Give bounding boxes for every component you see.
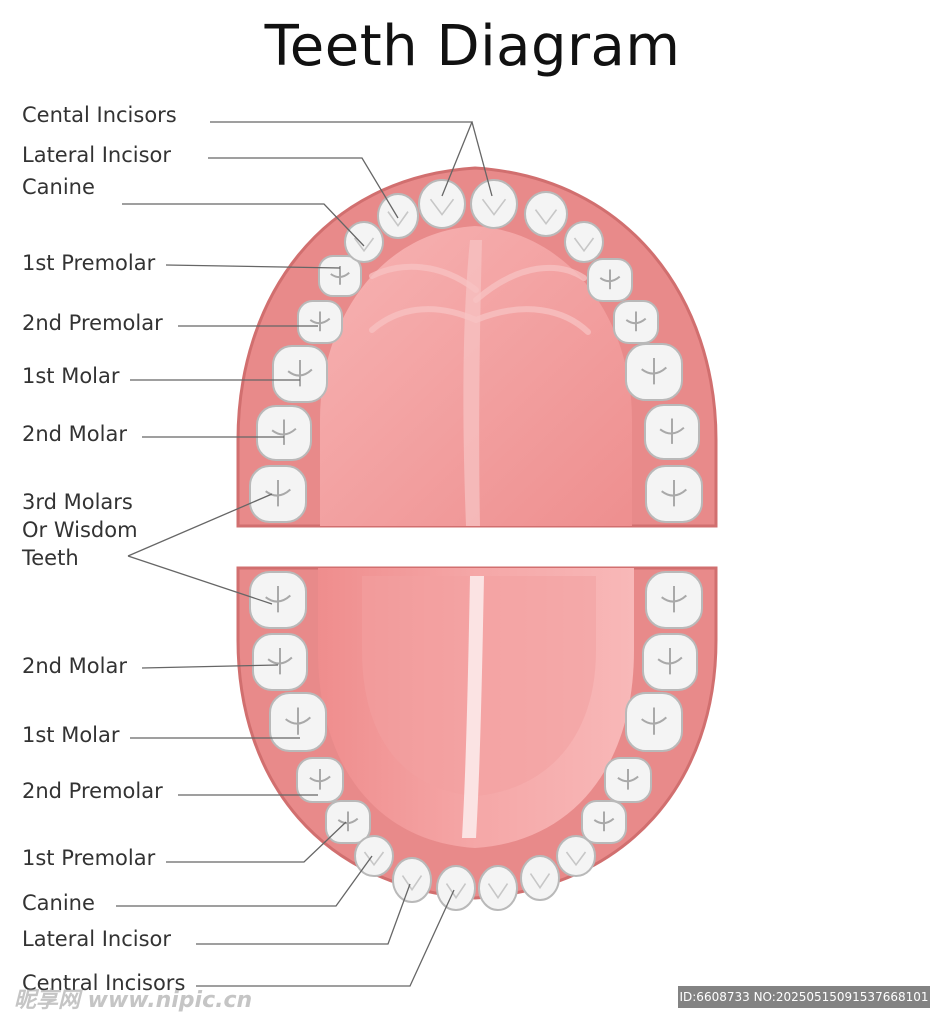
tooth-lower-left-lateral-incisor (392, 857, 432, 903)
tooth-upper-right-central-incisor-shade (481, 198, 507, 216)
label-lower-first-premolar: 1st Premolar (22, 846, 156, 870)
tooth-upper-left-first-molar (272, 345, 328, 403)
tooth-upper-right-canine (564, 221, 604, 263)
tooth-lower-right-central-incisor (478, 865, 518, 911)
diagram-title: Teeth Diagram (264, 14, 681, 79)
label-lower-lateral-incisor: Lateral Incisor (22, 927, 172, 951)
tooth-upper-left-canine (344, 221, 384, 263)
tooth-upper-right-central-incisor (470, 179, 518, 229)
tooth-lower-right-canine (556, 835, 596, 877)
leader-lower-central-incisors (196, 889, 455, 987)
label-upper-second-premolar: 2nd Premolar (22, 311, 163, 335)
label-upper-canine: Canine (22, 175, 95, 199)
tooth-lower-right-central-incisor-shade (487, 883, 509, 900)
tooth-upper-left-central-incisor (418, 179, 466, 229)
tooth-upper-right-first-molar (625, 343, 683, 401)
leader-lower-canine (116, 855, 373, 907)
label-upper-first-molar: 1st Molar (22, 364, 120, 388)
label-lower-second-premolar: 2nd Premolar (22, 779, 163, 803)
tooth-upper-right-third-molar (645, 465, 703, 523)
tooth-lower-right-lateral-incisor-shade (529, 873, 551, 890)
watermark-id: ID:6608733 NO:20250515091537668101 (678, 986, 930, 1008)
tooth-lower-right-canine-shade (565, 851, 587, 867)
tooth-lower-left-central-incisor-shade (445, 883, 467, 900)
leader-lower-lateral-incisor (196, 883, 411, 945)
tooth-upper-right-lateral-incisor (524, 191, 568, 237)
leader-lower-first-premolar (166, 821, 347, 863)
tooth-upper-right-first-premolar (587, 258, 633, 302)
teeth (249, 179, 703, 911)
tooth-upper-left-lateral-incisor (377, 193, 419, 239)
leader-third-molars-upper (127, 493, 273, 557)
palate-raphe (463, 240, 482, 526)
label-third-molars-line1: 3rd Molars (22, 490, 133, 514)
tooth-upper-right-canine-shade (573, 237, 595, 253)
label-lower-first-molar: 1st Molar (22, 723, 120, 747)
label-lower-second-molar: 2nd Molar (22, 654, 127, 678)
tooth-upper-left-lateral-incisor-shade (387, 211, 409, 228)
tooth-upper-left-canine-shade (353, 237, 375, 253)
tooth-upper-left-second-premolar (297, 300, 343, 344)
tooth-upper-right-second-molar (644, 404, 700, 460)
leader-third-molars-lower (127, 555, 273, 605)
tongue-groove (462, 576, 484, 838)
label-upper-lateral-incisor: Lateral Incisor (22, 143, 172, 167)
label-third-molars-line2: Or Wisdom (22, 518, 138, 542)
tooth-lower-right-second-molar (642, 633, 698, 691)
tooth-upper-right-lateral-incisor-shade (534, 209, 558, 226)
leader-lines (116, 121, 493, 987)
leader-upper-central-incisors-b (471, 121, 493, 197)
watermark-logo: 昵享网 www.nipic.cn (14, 988, 253, 1013)
tooth-upper-left-third-molar (249, 465, 307, 523)
tooth-lower-left-canine-shade (363, 851, 385, 867)
tooth-lower-left-first-premolar (325, 800, 371, 844)
tooth-lower-left-central-incisor (436, 865, 476, 911)
tooth-lower-left-third-molar (249, 571, 307, 629)
tooth-upper-left-first-premolar (318, 255, 362, 297)
label-upper-second-molar: 2nd Molar (22, 422, 127, 446)
tooth-lower-left-second-molar (252, 633, 308, 691)
leader-upper-canine (122, 203, 365, 247)
tooth-upper-right-second-premolar (613, 300, 659, 344)
label-upper-first-premolar: 1st Premolar (22, 251, 156, 275)
label-upper-central-incisors: Cental Incisors (22, 103, 177, 127)
tooth-lower-right-first-premolar (581, 800, 627, 844)
label-lower-canine: Canine (22, 891, 95, 915)
tooth-lower-right-first-molar (625, 692, 683, 752)
tooth-lower-left-lateral-incisor-shade (401, 875, 423, 892)
tooth-lower-left-second-premolar (296, 757, 344, 803)
leader-lower-second-molar (141, 664, 279, 669)
tooth-lower-left-canine (354, 835, 394, 877)
tooth-lower-right-third-molar (645, 571, 703, 629)
palatal-rugae (369, 263, 591, 335)
label-third-molars-line3: Teeth (22, 546, 79, 570)
label-lower-central-incisors: Central Incisors (22, 971, 186, 995)
tooth-lower-right-second-premolar (604, 757, 652, 803)
tooth-lower-right-lateral-incisor (520, 855, 560, 901)
leader-upper-lateral-incisor (208, 157, 399, 219)
tooth-upper-left-second-molar (256, 405, 312, 461)
leader-upper-first-premolar (165, 264, 341, 269)
tooth-upper-left-central-incisor-shade (429, 198, 455, 216)
tooth-lower-left-first-molar (269, 692, 327, 752)
